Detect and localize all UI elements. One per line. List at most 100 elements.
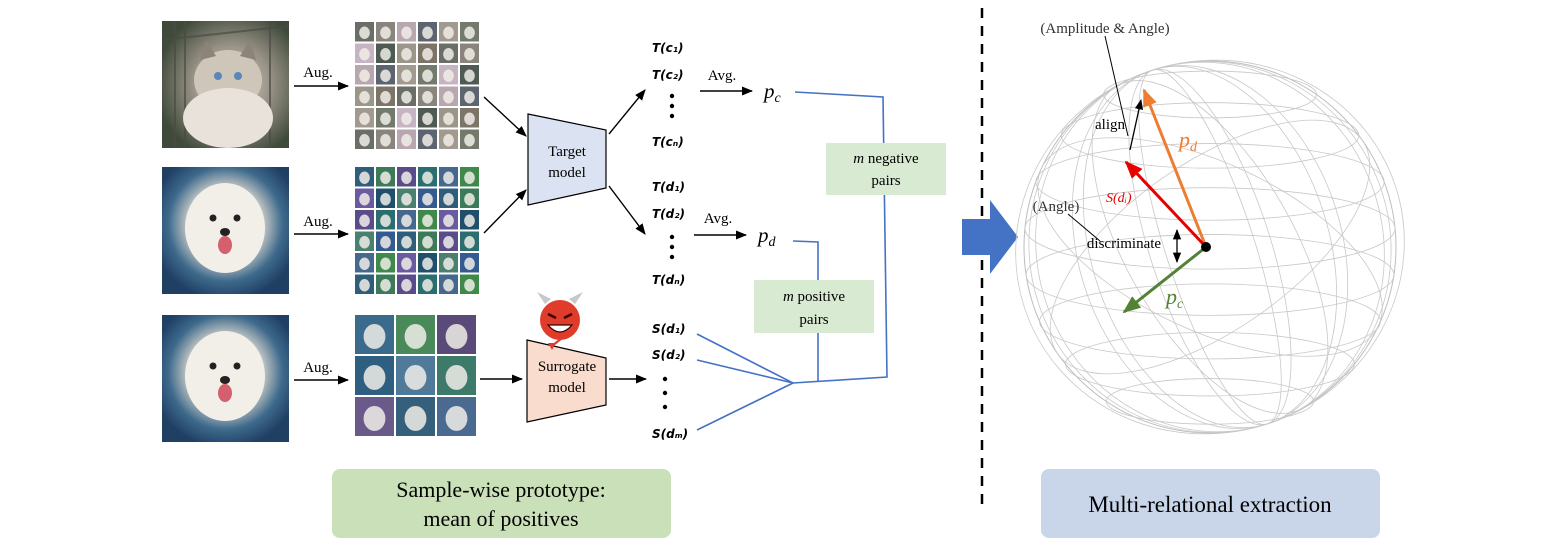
prototype-pd: pd — [756, 223, 777, 250]
augmented-tile — [396, 356, 435, 395]
target-model-label-1: Target — [548, 144, 587, 160]
augmented-tile — [376, 22, 395, 42]
augmented-tile — [439, 210, 458, 230]
augmented-tile — [355, 167, 374, 187]
t-cn: T(cₙ) — [652, 135, 684, 149]
augmented-tile — [418, 210, 437, 230]
target-out-arrow-2 — [608, 185, 646, 235]
augmented-tile — [397, 108, 416, 128]
amplitude-leader — [1104, 35, 1129, 137]
augmented-tile — [418, 253, 437, 273]
aug-label: Aug. — [303, 360, 333, 376]
augmented-tile — [355, 274, 374, 294]
augmented-tile — [397, 210, 416, 230]
origin-dot — [1201, 242, 1211, 252]
aug-arrow-1: Aug. — [294, 65, 350, 91]
augmented-grid-dog — [355, 167, 479, 294]
augmented-tile — [355, 65, 374, 85]
multi-relational-caption-box: Multi-relational extraction — [1041, 469, 1380, 538]
to-target-arrow-1 — [483, 96, 527, 137]
augmented-tile — [355, 188, 374, 208]
target-model: Target model — [527, 113, 607, 206]
augmented-tile — [418, 231, 437, 251]
augmented-tile — [397, 167, 416, 187]
negative-pairs-box: m negative pairs — [826, 143, 946, 195]
augmented-tile — [376, 188, 395, 208]
augmented-tile — [439, 274, 458, 294]
aug-label: Aug. — [303, 65, 333, 81]
align-arrow — [1129, 98, 1144, 151]
amplitude-angle-label: (Amplitude & Angle) — [1040, 21, 1169, 37]
augmented-tile — [355, 397, 394, 436]
target-features-d: T(d₁) T(d₂) T(dₙ) — [652, 180, 685, 287]
s-di-label: S(dᵢ) — [1106, 191, 1132, 206]
augmented-tile — [460, 231, 479, 251]
t-d2: T(d₂) — [652, 207, 685, 221]
augmented-tile — [439, 167, 458, 187]
augmented-tile — [418, 167, 437, 187]
augmented-tile — [376, 43, 395, 63]
avg-label: Avg. — [708, 68, 736, 84]
augmented-tile — [418, 129, 437, 149]
t-c1: T(c₁) — [652, 41, 684, 55]
target-model-label-2: model — [548, 165, 586, 181]
augmented-tile — [460, 167, 479, 187]
augmented-tile — [397, 274, 416, 294]
augmented-tile — [397, 86, 416, 106]
augmented-tile — [418, 86, 437, 106]
augmented-tile — [418, 274, 437, 294]
augmented-tile — [418, 188, 437, 208]
augmented-tile — [397, 231, 416, 251]
pd-label: pd — [1177, 127, 1198, 155]
svg-text:pd: pd — [756, 223, 777, 250]
augmented-grid-surrogate — [355, 315, 476, 436]
pc-vector — [1122, 245, 1207, 314]
augmented-tile — [439, 86, 458, 106]
augmented-tile — [460, 65, 479, 85]
aug-arrow-2: Aug. — [294, 214, 350, 239]
augmented-tile — [355, 86, 374, 106]
augmented-tile — [460, 188, 479, 208]
augmented-tile — [376, 253, 395, 273]
augmented-tile — [376, 129, 395, 149]
augmented-tile — [355, 108, 374, 128]
target-features-c: T(c₁) T(c₂) T(cₙ) — [652, 41, 684, 149]
augmented-tile — [376, 274, 395, 294]
surrogate-model-label-2: model — [548, 380, 586, 396]
positive-pairs-label: pairs — [799, 312, 828, 328]
augmented-tile — [418, 65, 437, 85]
augmented-tile — [355, 231, 374, 251]
sample-wise-line-2: mean of positives — [423, 506, 578, 531]
avg-arrow-d: Avg. — [694, 211, 748, 240]
augmented-tile — [460, 86, 479, 106]
svg-text:m negative: m negative — [853, 151, 919, 167]
pd-vector — [1142, 88, 1208, 248]
augmented-tile — [460, 129, 479, 149]
cat-photo — [161, 21, 290, 148]
augmented-tile — [439, 65, 458, 85]
target-out-arrow-1 — [608, 89, 646, 135]
positive-pairs-box: m positive pairs — [754, 280, 874, 333]
sphere — [1015, 59, 1405, 435]
svg-text:m positive: m positive — [783, 289, 845, 305]
augmented-tile — [355, 43, 374, 63]
augmented-tile — [437, 397, 476, 436]
augmented-tile — [397, 188, 416, 208]
surrogate-model-label-1: Surrogate — [538, 359, 597, 375]
to-target-arrow-2 — [483, 189, 527, 234]
augmented-tile — [376, 231, 395, 251]
augmented-tile — [397, 253, 416, 273]
augmented-tile — [376, 167, 395, 187]
dog-photo-2 — [162, 315, 289, 442]
negative-pairs-label: pairs — [871, 173, 900, 189]
svg-text:pc: pc — [762, 79, 782, 106]
augmented-tile — [437, 356, 476, 395]
augmented-tile — [396, 397, 435, 436]
t-c2: T(c₂) — [652, 68, 684, 82]
augmented-tile — [418, 22, 437, 42]
augmented-tile — [439, 188, 458, 208]
s-dm: S(dₘ) — [652, 427, 688, 441]
augmented-tile — [437, 315, 476, 354]
augmented-tile — [376, 108, 395, 128]
augmented-tile — [439, 108, 458, 128]
